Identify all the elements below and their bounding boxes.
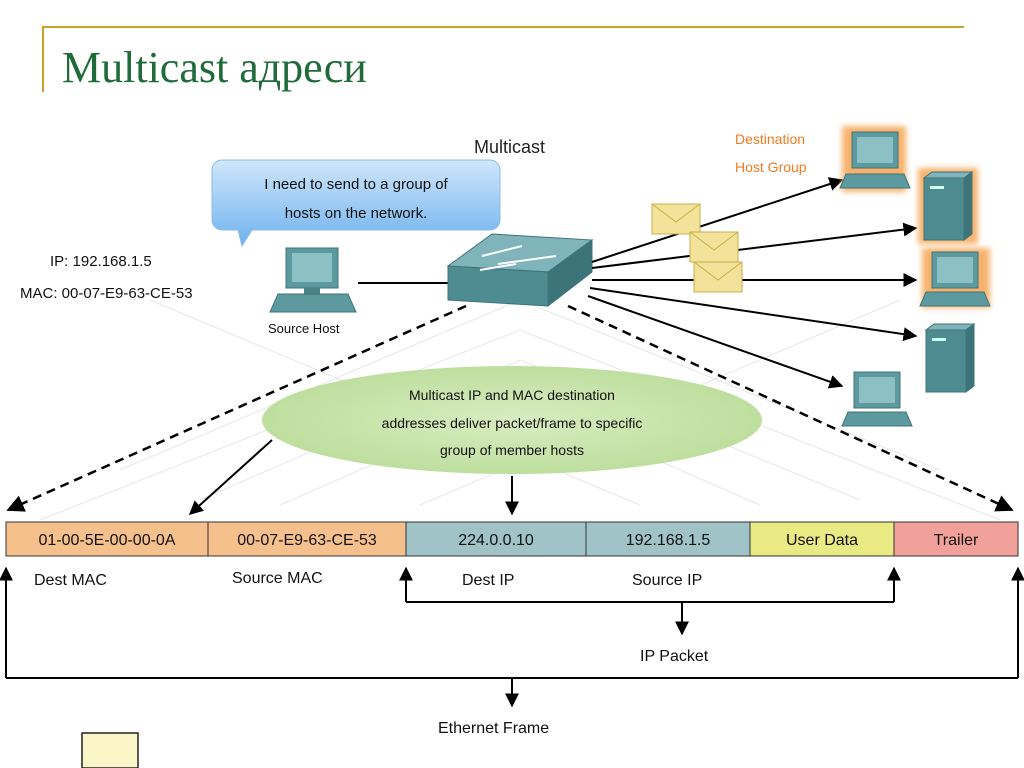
dashed-expansion-lines [6, 304, 1014, 512]
ellipse-arrows [188, 439, 519, 516]
speech-bubble: I need to send to a group of hosts on th… [211, 159, 501, 248]
envelope-icon [651, 203, 701, 235]
ethernet-frame-bracket [0, 566, 1024, 708]
field-dest-ip [405, 521, 587, 557]
destination-server-icon [918, 168, 978, 244]
destination-group-line-1: Destination [735, 131, 805, 147]
label-source-mac: Source MAC [232, 570, 323, 587]
field-value-user-data: User Data [786, 532, 858, 549]
field-trailer [893, 521, 1019, 557]
ellipse-line-1: Multicast IP and MAC destination [409, 387, 615, 403]
ip-packet-bracket [399, 566, 901, 636]
server-icon [924, 323, 976, 393]
destination-computer-icon [839, 126, 911, 192]
label-dest-ip: Dest IP [462, 572, 514, 589]
source-mac: MAC: 00-07-E9-63-CE-53 [20, 285, 193, 302]
note-box [81, 732, 139, 768]
ethernet-frame-label: Ethernet Frame [438, 720, 549, 737]
field-value-source-mac: 00-07-E9-63-CE-53 [237, 532, 377, 549]
field-value-trailer: Trailer [934, 532, 979, 549]
source-ip: IP: 192.168.1.5 [50, 253, 152, 270]
slide-title: Multicast адреси [62, 43, 367, 92]
title-rule-horizontal [42, 26, 964, 28]
switch-icon [446, 233, 594, 308]
ellipse-line-2: addresses deliver packet/frame to specif… [382, 415, 643, 431]
ellipse-line-3: group of member hosts [440, 442, 584, 458]
field-source-ip [585, 521, 751, 557]
speech-bubble-line-1: I need to send to a group of [264, 176, 448, 193]
field-value-dest-mac: 01-00-5E-00-00-0A [39, 532, 176, 549]
label-dest-mac: Dest MAC [34, 572, 107, 589]
destination-computer-icon [919, 248, 991, 308]
multicast-links [587, 177, 918, 389]
title-rule-vertical [42, 26, 44, 92]
source-host-label: Source Host [268, 321, 340, 336]
explanation-ellipse: Multicast IP and MAC destination address… [262, 366, 762, 474]
ethernet-frame-fields: 01-00-5E-00-00-0A 00-07-E9-63-CE-53 224.… [5, 521, 1019, 557]
field-value-source-ip: 192.168.1.5 [626, 532, 711, 549]
envelope-icon [693, 261, 743, 293]
field-source-mac [207, 521, 407, 557]
speech-bubble-line-2: hosts on the network. [285, 205, 428, 222]
destination-group-line-2: Host Group [735, 159, 807, 175]
computer-icon [841, 371, 913, 427]
field-dest-mac [5, 521, 209, 557]
envelope-icon [689, 231, 739, 263]
diagram-heading: Multicast [474, 137, 545, 157]
source-computer-icon [269, 247, 357, 313]
ip-packet-label: IP Packet [640, 648, 709, 665]
field-value-dest-ip: 224.0.0.10 [458, 532, 534, 549]
label-source-ip: Source IP [632, 572, 702, 589]
